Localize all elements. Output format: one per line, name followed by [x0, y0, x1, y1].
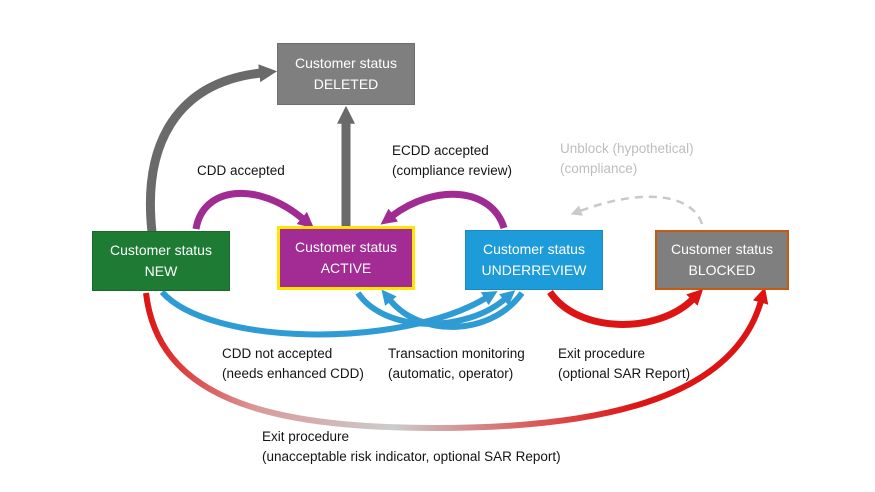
- edge-label-exit-procedure-long: Exit procedure (unacceptable risk indica…: [262, 429, 561, 465]
- node-customer-status-underreview: Customer status UNDERREVIEW: [465, 230, 603, 290]
- node-label-line2: UNDERREVIEW: [481, 262, 587, 278]
- node-label-line2: DELETED: [313, 76, 379, 92]
- node-label-line1: Customer status: [295, 239, 397, 255]
- edge-label-exit-procedure: Exit procedure (optional SAR Report): [558, 346, 691, 382]
- edge-underreview-to-active: [380, 190, 508, 230]
- edge-label-transaction-monitoring: Transaction monitoring (automatic, opera…: [388, 346, 525, 382]
- node-label-line2: BLOCKED: [688, 262, 756, 278]
- edge-underreview-to-active-monitoring: [381, 289, 525, 330]
- node-customer-status-new: Customer status NEW: [92, 231, 230, 291]
- edge-underreview-to-blocked: [547, 288, 704, 328]
- node-label-line2: NEW: [144, 263, 178, 279]
- edge-new-to-deleted: [145, 64, 278, 233]
- node-customer-status-blocked: Customer status BLOCKED: [655, 230, 789, 290]
- edge-label-ecdd-accepted: ECDD accepted (compliance review): [392, 143, 513, 179]
- node-label-line2: ACTIVE: [320, 260, 372, 276]
- node-customer-status-active: Customer status ACTIVE: [277, 226, 415, 290]
- edge-label-cdd-not-accepted: CDD not accepted (needs enhanced CDD): [222, 346, 364, 382]
- edge-new-to-underreview: [159, 289, 498, 338]
- edge-label-cdd-accepted: CDD accepted: [197, 163, 285, 178]
- node-label-line1: Customer status: [295, 55, 397, 71]
- edge-new-to-active: [192, 189, 315, 230]
- node-label-line1: Customer status: [483, 241, 585, 257]
- node-customer-status-deleted: Customer status DELETED: [277, 43, 415, 105]
- edge-label-unblock: Unblock (hypothetical) (compliance): [560, 141, 694, 177]
- node-label-line1: Customer status: [110, 242, 212, 258]
- edge-blocked-to-underreview: [570, 195, 704, 225]
- node-label-line1: Customer status: [671, 241, 773, 257]
- edge-new-to-blocked: [143, 287, 769, 432]
